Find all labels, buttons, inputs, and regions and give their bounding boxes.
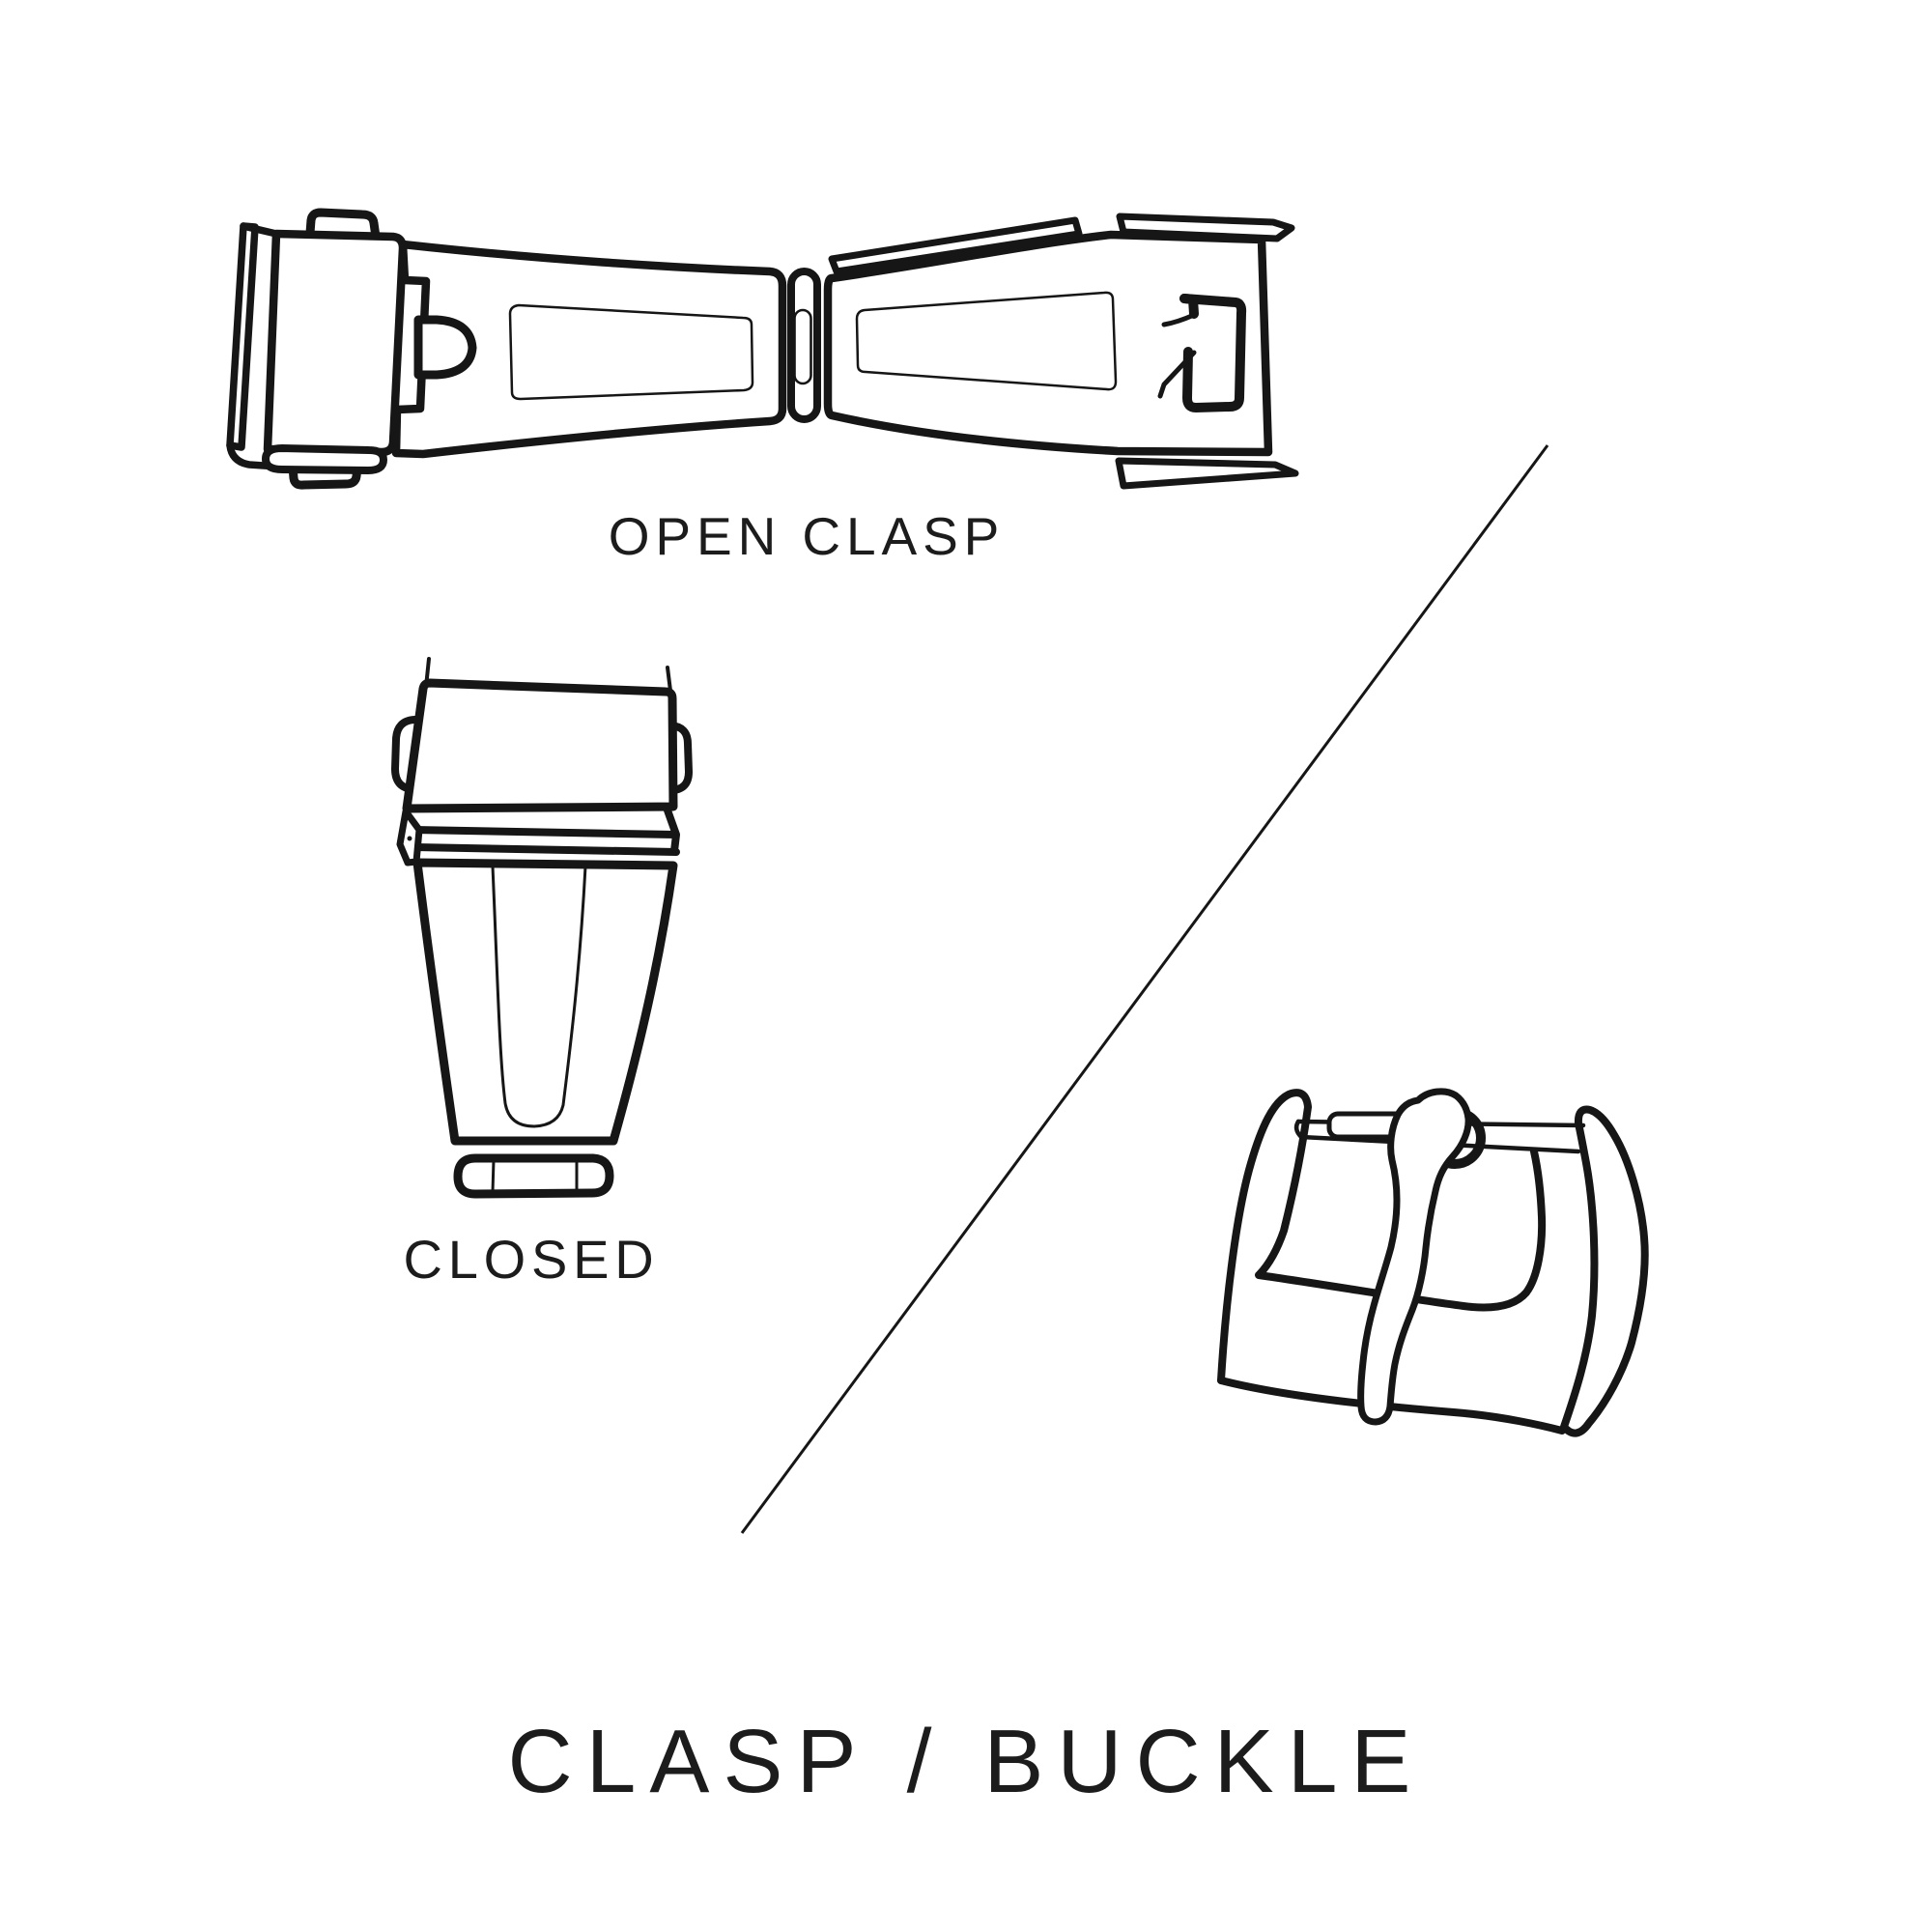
svg-text:CLOSED: CLOSED	[403, 1229, 659, 1290]
svg-text:OPEN CLASP: OPEN CLASP	[609, 506, 1006, 566]
svg-text:CLASP / BUCKLE: CLASP / BUCKLE	[508, 1711, 1425, 1811]
